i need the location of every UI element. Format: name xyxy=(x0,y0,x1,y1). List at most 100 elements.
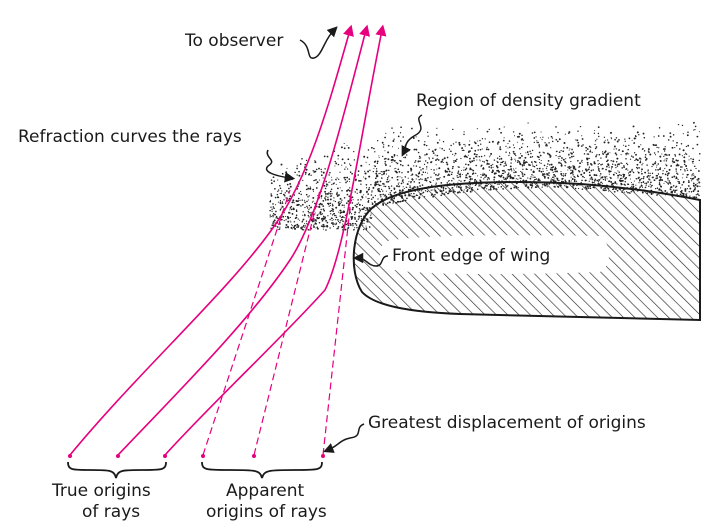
stipple-dot xyxy=(308,212,310,214)
stipple-dot xyxy=(315,227,317,229)
stipple-dot xyxy=(304,163,306,166)
stipple-dot xyxy=(600,177,602,179)
stipple-dot xyxy=(322,205,325,207)
stipple-dot xyxy=(274,222,276,224)
stipple-dot xyxy=(458,141,461,144)
stipple-dot xyxy=(340,211,343,214)
stipple-dot xyxy=(692,163,694,165)
stipple-dot xyxy=(352,206,354,209)
stipple-dot xyxy=(335,223,337,226)
stipple-dot xyxy=(531,174,533,176)
stipple-dot xyxy=(573,155,575,157)
stipple-dot xyxy=(520,153,522,155)
stipple-dot xyxy=(549,164,551,166)
stipple-dot xyxy=(481,138,484,140)
stipple-dot xyxy=(564,165,566,167)
stipple-dot xyxy=(305,193,308,196)
stipple-dot xyxy=(561,177,564,180)
apparent-origins-label-2: origins of rays xyxy=(206,502,327,522)
stipple-dot xyxy=(291,212,294,215)
stipple-dot xyxy=(358,212,360,214)
stipple-dot xyxy=(415,136,417,138)
stipple-dot xyxy=(315,187,318,189)
stipple-dot xyxy=(654,154,657,156)
stipple-dot xyxy=(624,140,626,142)
stipple-dot xyxy=(657,135,660,137)
stipple-dot xyxy=(421,178,423,181)
stipple-dot xyxy=(356,189,358,191)
stipple-dot xyxy=(662,172,664,175)
stipple-dot xyxy=(546,169,548,171)
stipple-dot xyxy=(582,175,584,178)
stipple-dot xyxy=(352,225,354,227)
stipple-dot xyxy=(531,149,534,152)
stipple-dot xyxy=(344,178,347,181)
stipple-dot xyxy=(687,185,690,187)
stipple-dot xyxy=(590,150,592,152)
stipple-dot xyxy=(627,183,629,186)
stipple-dot xyxy=(286,183,289,186)
stipple-dot xyxy=(335,206,338,209)
stipple-dot xyxy=(312,200,314,202)
stipple-dot xyxy=(566,146,569,149)
stipple-dot xyxy=(322,177,324,179)
stipple-dot xyxy=(474,149,477,152)
stipple-dot xyxy=(681,193,683,195)
stipple-dot xyxy=(664,180,666,183)
stipple-dot xyxy=(621,163,623,164)
stipple-dot xyxy=(516,161,519,163)
stipple-dot xyxy=(322,225,325,228)
stipple-dot xyxy=(455,141,457,143)
stipple-dot xyxy=(639,161,642,164)
stipple-dot xyxy=(623,166,625,168)
stipple-dot xyxy=(412,187,415,190)
stipple-dot xyxy=(672,134,675,136)
stipple-dot xyxy=(598,169,600,172)
stipple-dot xyxy=(642,177,645,180)
stipple-dot xyxy=(366,207,368,210)
stipple-dot xyxy=(316,181,319,184)
stipple-dot xyxy=(320,195,323,198)
stipple-dot xyxy=(457,171,459,173)
stipple-dot xyxy=(660,189,663,192)
stipple-dot xyxy=(341,164,343,166)
front-edge-leader xyxy=(352,252,389,267)
stipple-dot xyxy=(343,211,345,214)
stipple-dot xyxy=(594,147,597,150)
stipple-dot xyxy=(335,183,337,185)
stipple-dot xyxy=(281,205,283,207)
stipple-dot xyxy=(274,187,276,190)
stipple-dot xyxy=(499,155,501,158)
stipple-dot xyxy=(509,174,511,176)
stipple-dot xyxy=(688,191,690,193)
stipple-dot xyxy=(375,181,377,184)
stipple-dot xyxy=(523,159,526,162)
stipple-dot xyxy=(307,187,310,190)
stipple-dot xyxy=(288,211,290,214)
stipple-dot xyxy=(350,216,353,218)
stipple-dot xyxy=(450,144,452,147)
stipple-dot xyxy=(322,228,324,230)
stipple-dot xyxy=(466,172,469,175)
stipple-dot xyxy=(572,174,574,176)
stipple-dot xyxy=(653,136,655,138)
stipple-dot xyxy=(512,177,515,180)
stipple-dot xyxy=(686,134,689,137)
stipple-dot xyxy=(342,223,344,225)
stipple-dot xyxy=(592,169,595,171)
stipple-dot xyxy=(653,144,655,147)
stipple-dot xyxy=(371,191,373,193)
stipple-dot xyxy=(514,158,516,160)
stipple-dot xyxy=(625,158,627,160)
stipple-dot xyxy=(643,150,646,152)
stipple-dot xyxy=(594,143,596,146)
stipple-dot xyxy=(531,156,534,158)
stipple-dot xyxy=(370,184,372,186)
stipple-dot xyxy=(367,198,369,200)
stipple-dot xyxy=(356,192,358,194)
stipple-dot xyxy=(353,159,356,161)
stipple-dot xyxy=(434,154,436,156)
stipple-dot xyxy=(562,150,565,153)
stipple-dot xyxy=(548,142,550,144)
stipple-dot xyxy=(295,209,298,211)
